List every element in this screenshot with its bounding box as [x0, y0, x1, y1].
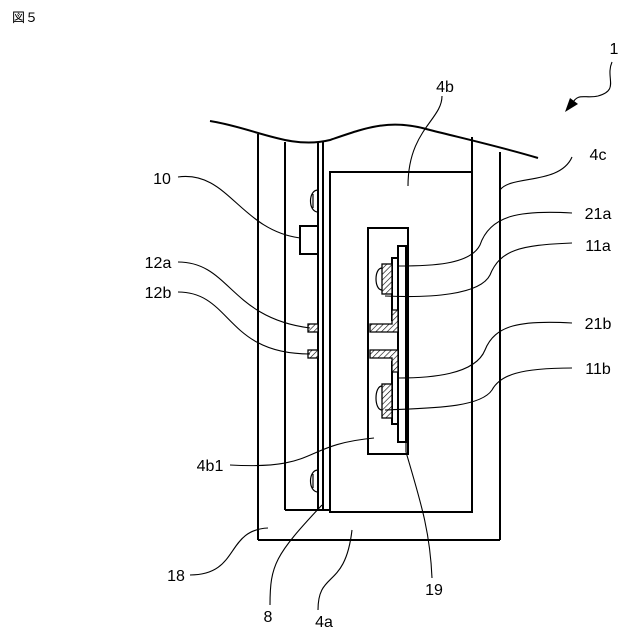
label-21b: 21b [585, 316, 612, 333]
label-1: 1 [610, 41, 619, 58]
label-4c: 4c [590, 147, 607, 164]
label-21a: 21a [585, 206, 612, 223]
label-8: 8 [264, 609, 273, 626]
label-10: 10 [153, 171, 171, 188]
label-4b: 4b [436, 79, 454, 96]
label-11a: 11a [585, 238, 611, 255]
board-8 [318, 142, 323, 510]
figure-title: 図５ [12, 11, 38, 26]
label-4a: 4a [315, 614, 333, 631]
label-19: 19 [425, 582, 443, 599]
label-11b: 11b [585, 361, 611, 378]
element-11a [382, 264, 392, 294]
component-10 [300, 226, 318, 254]
break-line [210, 121, 538, 158]
element-11b [382, 384, 392, 418]
label-4b1: 4b1 [197, 458, 224, 475]
label-12a: 12a [145, 255, 172, 272]
label-18: 18 [167, 568, 185, 585]
label-12b: 12b [145, 285, 172, 302]
